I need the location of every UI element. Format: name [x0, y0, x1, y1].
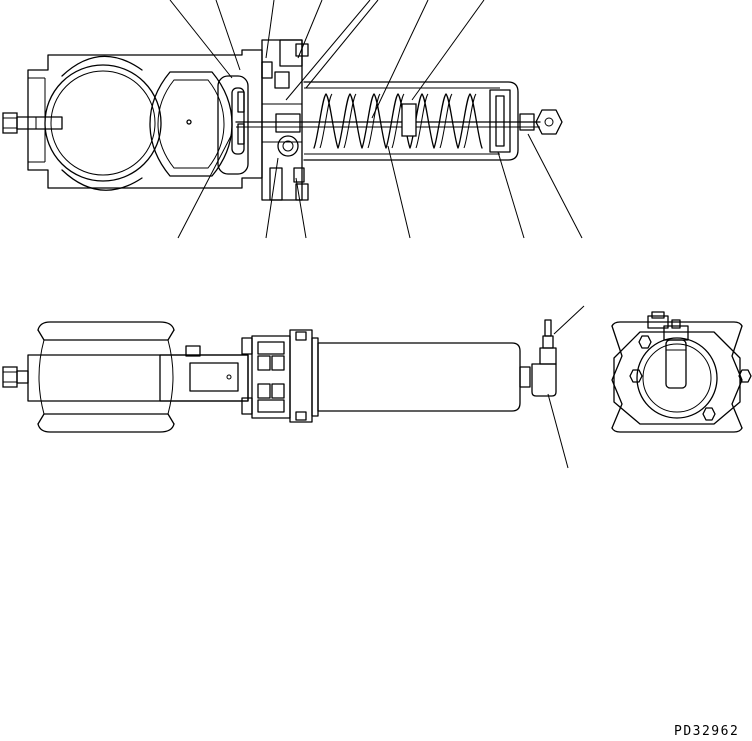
side-roller-flanges [38, 322, 174, 432]
coil-spring [314, 94, 482, 148]
side-grease-fitting [532, 320, 556, 396]
side-view [3, 306, 584, 468]
adjust-nut [536, 110, 562, 134]
housing-chamber [150, 72, 232, 176]
end-top-fitting [648, 312, 688, 388]
top-view-leader-lines [170, 0, 582, 238]
spring-cylinder [304, 82, 518, 160]
housing-round-left [45, 56, 161, 190]
side-leader-upper [554, 306, 584, 334]
mounting-bracket [262, 40, 308, 200]
figure-code: PD32962 [674, 724, 739, 739]
left-shaft-nut [3, 113, 62, 133]
side-leader-lower [548, 394, 568, 468]
slot-plate [218, 76, 248, 174]
spring-end-plate [490, 90, 534, 152]
side-flange-block [242, 330, 318, 422]
side-body-tube [28, 346, 248, 401]
valve-housing [28, 50, 262, 188]
side-left-nut [3, 367, 28, 387]
side-spring-cylinder [318, 343, 530, 411]
end-flange [614, 332, 740, 424]
top-view [3, 0, 582, 238]
spring-guide [402, 104, 416, 136]
end-roller-outline [612, 322, 742, 432]
end-view [612, 312, 751, 432]
end-flange-bolts [630, 336, 751, 420]
